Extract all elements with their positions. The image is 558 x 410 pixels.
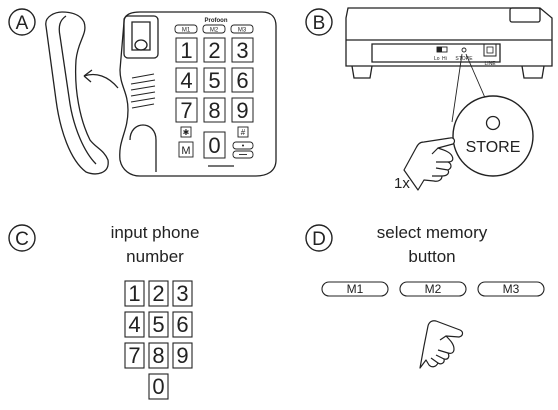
speaker-grill <box>130 73 156 109</box>
phone-rear-illustration <box>345 7 553 79</box>
keypad-key-label: 5 <box>152 312 164 337</box>
keypad-key <box>148 373 169 400</box>
phone-digit-keys: 1 2 3 4 5 6 7 8 9 0 <box>175 37 254 159</box>
memory-button-label: M1 <box>347 282 364 296</box>
panel-a-marker <box>8 8 36 36</box>
switch-hi-label: Hi <box>442 56 447 62</box>
keypad-key <box>148 342 169 369</box>
memory-button-m3: M3 <box>477 281 545 297</box>
panel-d: D select memory button M1 M2 M3 <box>305 223 545 369</box>
phone-key-label: 3 <box>236 38 248 63</box>
phone-key <box>231 97 254 123</box>
phone-key-label: 1 <box>180 38 192 63</box>
store-small-label: STORE <box>455 56 473 62</box>
phone-key-label: 8 <box>208 98 220 123</box>
rear-ports: Lo Hi STORE LINE <box>434 43 497 67</box>
keypad-key-label: 1 <box>128 281 140 306</box>
zoom-lines <box>451 53 487 123</box>
phone-key <box>175 97 198 123</box>
panel-d-marker <box>305 224 333 252</box>
panel-d-caption-line1: select memory <box>377 223 488 242</box>
keypad-key-label: 0 <box>152 374 164 399</box>
phone-memory-key: M3 <box>230 24 254 34</box>
memory-button-label: M2 <box>425 282 442 296</box>
phone-key-label: 6 <box>236 68 248 93</box>
phone-key <box>231 37 254 63</box>
keypad-key <box>172 342 193 369</box>
line-jack <box>483 43 497 57</box>
memory-button-m1: M1 <box>321 281 389 297</box>
keypad-key <box>172 280 193 307</box>
keypad-key <box>148 311 169 338</box>
store-button-icon <box>485 115 501 131</box>
phone-base-illustration <box>119 11 277 177</box>
keypad-key-label: 8 <box>152 343 164 368</box>
panel-b-marker <box>305 8 333 36</box>
phone-key-label: 2 <box>208 38 220 63</box>
panel-c-caption-line1: input phone <box>111 223 200 242</box>
phone-memory-key-label: M1 <box>182 28 191 34</box>
phone-key-label: 5 <box>208 68 220 93</box>
phone-key <box>175 67 198 93</box>
keypad-key-label: 7 <box>128 343 140 368</box>
panel-c-letter: C <box>15 229 29 250</box>
phone-key-label: 0 <box>208 133 220 158</box>
memory-buttons: M1 M2 M3 <box>321 281 545 297</box>
panel-a-letter: A <box>16 13 29 34</box>
panel-d-letter: D <box>312 229 326 250</box>
phone-brand: Profoon <box>205 18 228 24</box>
keypad-key-label: 3 <box>176 281 188 306</box>
phone-key-label: 7 <box>180 98 192 123</box>
phone-key <box>203 97 226 123</box>
phone-memory-keys: M1 M2 M3 <box>174 24 254 34</box>
store-hole <box>461 47 467 53</box>
keypad-c: 1 2 3 4 5 6 7 8 9 0 <box>124 280 193 400</box>
panel-c-marker <box>8 224 36 252</box>
phone-function-keys: ✱ M # <box>178 126 254 159</box>
handset-illustration <box>45 11 109 175</box>
keypad-key <box>124 311 145 338</box>
phone-key <box>203 131 226 159</box>
phone-key-label: 4 <box>180 68 192 93</box>
memory-button-label: M3 <box>503 282 520 296</box>
star-key-label: ✱ <box>183 128 190 137</box>
keypad-key-label: 9 <box>176 343 188 368</box>
line-label: LINE <box>484 61 496 67</box>
panel-b: B Lo Hi STORE LINE S <box>305 7 553 192</box>
keypad-key <box>124 280 145 307</box>
phone-memory-key: M1 <box>174 24 198 34</box>
keypad-key-label: 4 <box>128 312 140 337</box>
store-zoom-circle <box>452 95 534 177</box>
phone-memory-key: M2 <box>202 24 226 34</box>
memory-button-m2: M2 <box>399 281 467 297</box>
keypad-key <box>148 280 169 307</box>
m-key-label: M <box>181 145 190 157</box>
pickup-arrow <box>83 69 119 89</box>
store-button-label: STORE <box>466 139 521 156</box>
phone-key <box>203 37 226 63</box>
switch-lo-label: Lo <box>434 56 440 62</box>
panel-d-caption-line2: button <box>408 247 455 266</box>
keypad-key-label: 2 <box>152 281 164 306</box>
phone-key <box>231 67 254 93</box>
panel-c: C input phone number 1 2 3 4 5 6 7 8 9 0 <box>8 223 200 400</box>
pointing-hand-icon <box>419 320 464 369</box>
keypad-key <box>172 311 193 338</box>
press-count: 1x <box>394 175 410 192</box>
phone-key-label: 9 <box>236 98 248 123</box>
pointing-hand-icon <box>403 137 456 191</box>
panel-b-letter: B <box>313 13 326 34</box>
keypad-key-label: 6 <box>176 312 188 337</box>
phone-memory-key-label: M2 <box>210 28 219 34</box>
phone-key <box>175 37 198 63</box>
phone-memory-key-label: M3 <box>238 28 247 34</box>
phone-key <box>203 67 226 93</box>
panel-c-caption-line2: number <box>126 247 184 266</box>
keypad-key <box>124 342 145 369</box>
panel-a: A Profoon M1 <box>8 8 277 177</box>
hash-key-label: # <box>241 128 246 137</box>
